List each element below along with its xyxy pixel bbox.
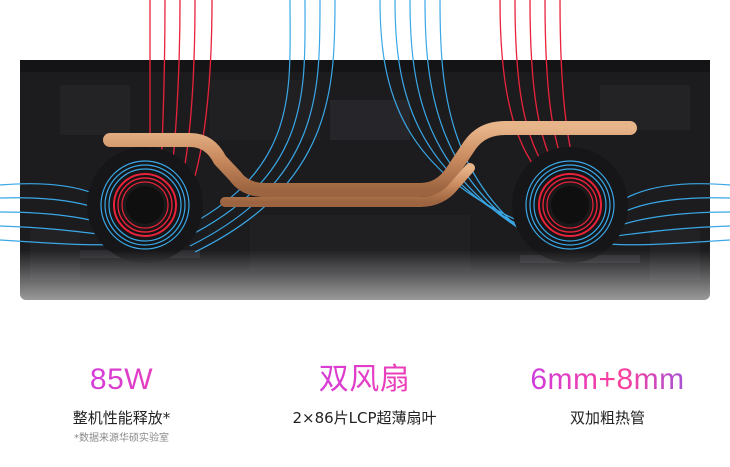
fan-right-icon (512, 147, 628, 263)
stat-heatpipes-value: 6mm+8mm (486, 362, 729, 398)
cool-airflow-lines-top (179, 0, 561, 259)
bottom-fade (0, 250, 730, 340)
stat-power: 85W 整机性能释放* *数据来源华硕实验室 (0, 362, 243, 445)
stat-fans-label: 2×86片LCP超薄扇叶 (292, 409, 437, 427)
stat-heatpipes: 6mm+8mm 双加粗热管 (486, 362, 729, 428)
heatpipe-icon (103, 121, 637, 207)
cooling-system-illustration (0, 0, 730, 340)
stat-power-label: 整机性能释放* (72, 409, 171, 427)
stat-fans-value: 双风扇 (243, 362, 486, 398)
fan-left-icon (87, 147, 203, 263)
stat-power-value: 85W (0, 362, 243, 398)
stat-fans: 双风扇 2×86片LCP超薄扇叶 (243, 362, 486, 428)
stat-heatpipes-label: 双加粗热管 (569, 409, 645, 427)
stat-power-footnote: *数据来源华硕实验室 (74, 433, 169, 444)
